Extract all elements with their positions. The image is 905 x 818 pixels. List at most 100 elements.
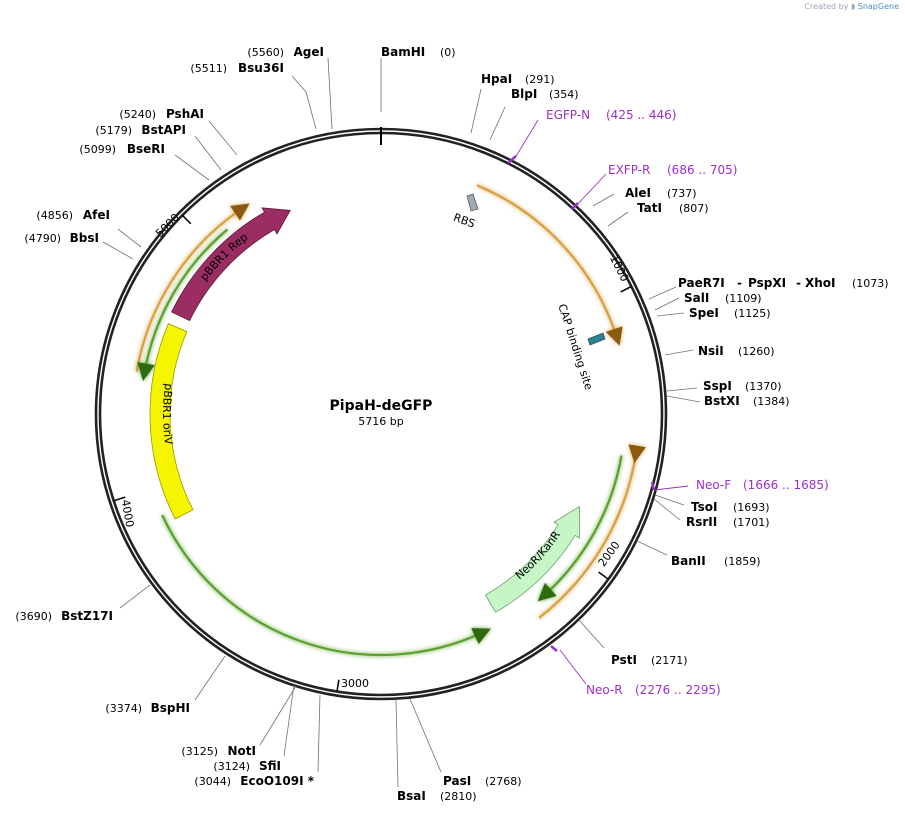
orf-layer bbox=[135, 184, 646, 657]
leader-line bbox=[117, 228, 142, 248]
site-pshai-name[interactable]: PshAI bbox=[166, 107, 204, 121]
site-afei-position: (4856) bbox=[36, 209, 73, 222]
orf-orange-egfp[interactable] bbox=[476, 184, 623, 346]
site-tati-name[interactable]: TatI bbox=[637, 201, 662, 215]
feature-pbbr1-rep[interactable] bbox=[171, 207, 291, 322]
site-noti-name[interactable]: NotI bbox=[228, 744, 257, 758]
primer-leader-line bbox=[654, 485, 689, 491]
site-bstxi-name[interactable]: BstXI bbox=[704, 394, 740, 408]
site-rsrii-name[interactable]: RsrII bbox=[686, 515, 717, 529]
site-bseri-name[interactable]: BseRI bbox=[127, 142, 165, 156]
tick-mark-4000 bbox=[113, 496, 126, 502]
site-afei-name[interactable]: AfeI bbox=[83, 208, 110, 222]
site-alei-name[interactable]: AleI bbox=[625, 186, 651, 200]
credit-watermark: Created by ◗ SnapGene bbox=[804, 2, 899, 11]
site-xhoi-position: (1073) bbox=[852, 277, 889, 290]
feature-label-cap-binding-site: CAP binding site bbox=[555, 302, 595, 392]
leader-line bbox=[119, 584, 151, 609]
site-bsu36i-name[interactable]: Bsu36I bbox=[238, 61, 284, 75]
orf-green-rep[interactable] bbox=[137, 229, 228, 381]
plasmid-size: 5716 bp bbox=[358, 415, 403, 428]
site-bstxi-position: (1384) bbox=[753, 395, 790, 408]
site-separator-dash: - bbox=[796, 276, 801, 290]
primer-mark-neo-f[interactable] bbox=[650, 481, 656, 491]
primer-mark-neo-r[interactable] bbox=[550, 645, 558, 652]
site-banii-position: (1859) bbox=[724, 555, 761, 568]
feature-cap-binding-site[interactable] bbox=[587, 332, 606, 346]
leader-line bbox=[409, 698, 442, 773]
tick-label-4000: 4000 bbox=[119, 498, 137, 528]
site-bstapi-position: (5179) bbox=[95, 124, 132, 137]
site-tsoi-name[interactable]: TsoI bbox=[691, 500, 717, 514]
primer-leader-line bbox=[514, 119, 539, 159]
primer-exfp-r-name[interactable]: EXFP-R bbox=[608, 163, 650, 177]
site-xhoi-name[interactable]: XhoI bbox=[805, 276, 836, 290]
tick-mark-2000 bbox=[598, 571, 609, 580]
site-pshai-position: (5240) bbox=[119, 108, 156, 121]
site-sspi-position: (1370) bbox=[745, 380, 782, 393]
primer-mark-egfp-n[interactable] bbox=[507, 155, 517, 164]
leader-line bbox=[666, 395, 701, 403]
tick-mark-1000 bbox=[620, 285, 632, 293]
site-paer7i-name[interactable]: PaeR7I bbox=[678, 276, 725, 290]
leader-line bbox=[636, 540, 668, 556]
site-banii-name[interactable]: BanII bbox=[671, 554, 706, 568]
leader-line bbox=[317, 694, 321, 773]
site-nsii-name[interactable]: NsiI bbox=[698, 344, 724, 358]
leader-line bbox=[327, 57, 333, 130]
site-bstapi-name[interactable]: BstAPI bbox=[141, 123, 186, 137]
site-bsphi-name[interactable]: BspHI bbox=[151, 701, 190, 715]
credit-brand: SnapGene bbox=[857, 2, 899, 11]
site-hpai-name[interactable]: HpaI bbox=[481, 72, 512, 86]
feature-rbs[interactable] bbox=[466, 193, 479, 212]
leader-line bbox=[194, 655, 226, 701]
site-bamhi-name[interactable]: BamHI bbox=[381, 45, 425, 59]
leader-line bbox=[664, 349, 694, 356]
primer-layer: EGFP-N (425 .. 446) EXFP-R (686 .. 705) … bbox=[507, 108, 829, 697]
primer-neo-r-name[interactable]: Neo-R bbox=[586, 683, 623, 697]
leader-line bbox=[291, 75, 317, 130]
orf-green-bottom[interactable] bbox=[161, 514, 491, 657]
site-pasi-name[interactable]: PasI bbox=[443, 774, 471, 788]
site-sfii-name[interactable]: SfiI bbox=[259, 759, 281, 773]
site-bstz17i-position: (3690) bbox=[15, 610, 52, 623]
site-eco0109i-name[interactable]: EcoO109I * bbox=[240, 774, 314, 788]
site-hpai-position: (291) bbox=[525, 73, 555, 86]
site-nsii-position: (1260) bbox=[738, 345, 775, 358]
site-bstz17i-name[interactable]: BstZ17I bbox=[61, 609, 113, 623]
site-spei-name[interactable]: SpeI bbox=[689, 306, 719, 320]
leader-line bbox=[470, 88, 482, 134]
leader-line bbox=[578, 619, 605, 649]
site-blpi-name[interactable]: BlpI bbox=[511, 87, 537, 101]
orf-orange-neo-reverse[interactable] bbox=[538, 444, 646, 619]
site-bbsi-name[interactable]: BbsI bbox=[70, 231, 99, 245]
orf-green-neo[interactable] bbox=[537, 455, 623, 602]
site-bsai-position: (2810) bbox=[440, 790, 477, 803]
leader-line bbox=[208, 120, 238, 156]
primer-neo-f-name[interactable]: Neo-F bbox=[696, 478, 731, 492]
leader-line bbox=[656, 312, 685, 317]
snapgene-logo-icon: ◗ bbox=[850, 2, 856, 11]
site-agei-name[interactable]: AgeI bbox=[294, 45, 324, 59]
site-sali-name[interactable]: SalI bbox=[684, 291, 709, 305]
site-sspi-name[interactable]: SspI bbox=[703, 379, 732, 393]
primer-egfp-n-name[interactable]: EGFP-N bbox=[546, 108, 590, 122]
site-bsai-name[interactable]: BsaI bbox=[397, 789, 426, 803]
leader-line bbox=[102, 241, 134, 260]
site-psti-name[interactable]: PstI bbox=[611, 653, 637, 667]
primer-egfp-n-range: (425 .. 446) bbox=[606, 108, 676, 122]
site-noti-position: (3125) bbox=[181, 745, 218, 758]
feature-neor-kanr[interactable] bbox=[484, 505, 580, 613]
leader-line bbox=[489, 106, 506, 141]
primer-exfp-r-range: (686 .. 705) bbox=[667, 163, 737, 177]
primer-leader-line bbox=[559, 649, 587, 685]
primer-mark-exfp-r[interactable] bbox=[571, 202, 579, 210]
leader-line bbox=[607, 211, 629, 227]
orf-orange-rep[interactable] bbox=[135, 203, 250, 372]
feature-pbbr1-oriv[interactable] bbox=[149, 323, 194, 520]
leader-line bbox=[174, 154, 210, 181]
site-bamhi-position: (0) bbox=[440, 46, 456, 59]
leader-line bbox=[592, 193, 615, 207]
site-pspxi-name[interactable]: PspXI bbox=[748, 276, 786, 290]
